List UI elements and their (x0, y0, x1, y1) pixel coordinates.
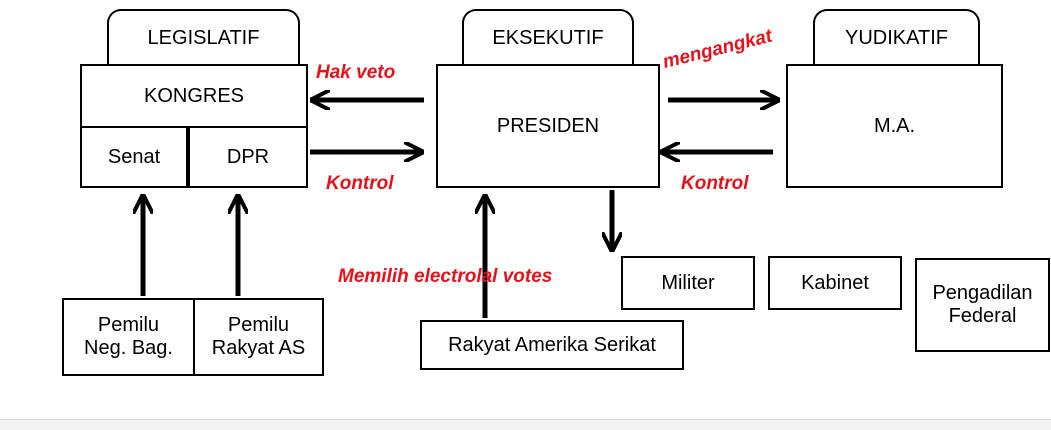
kontrol-right-label: Kontrol (681, 173, 749, 194)
kongres-box: KONGRES (80, 64, 308, 128)
hak-veto-label: Hak veto (316, 62, 396, 83)
militer-box: Militer (621, 256, 755, 310)
pemilu-rakyat-as-line2: Rakyat AS (211, 337, 306, 359)
militer-label: Militer (661, 271, 715, 294)
ma-label: M.A. (873, 114, 916, 137)
dpr-label: DPR (226, 145, 270, 168)
pemilu-neg-bag-line1: Pemilu (97, 314, 160, 336)
yudikatif-tab: YUDIKATIF (813, 9, 980, 66)
footer-divider (0, 419, 1051, 430)
pengadilan-federal-line1: Pengadilan (932, 282, 1033, 304)
pengadilan-federal-line2: Federal (948, 305, 1017, 327)
rakyat-amerika-serikat-box: Rakyat Amerika Serikat (420, 320, 684, 370)
ma-box: M.A. (786, 64, 1003, 188)
pemilu-rakyat-as-box: Pemilu Rakyat AS (193, 298, 324, 376)
kabinet-label: Kabinet (801, 271, 869, 294)
legislatif-tab-label: LEGISLATIF (147, 27, 260, 49)
legislatif-tab: LEGISLATIF (107, 9, 300, 66)
kabinet-box: Kabinet (768, 256, 902, 310)
presiden-label: PRESIDEN (496, 114, 600, 137)
pemilu-rakyat-as-line1: Pemilu (227, 314, 290, 336)
senat-box: Senat (80, 126, 188, 188)
eksekutif-tab: EKSEKUTIF (462, 9, 634, 66)
dpr-box: DPR (188, 126, 308, 188)
yudikatif-tab-label: YUDIKATIF (845, 27, 948, 49)
senat-label: Senat (107, 145, 161, 168)
presiden-box: PRESIDEN (436, 64, 660, 188)
rakyat-amerika-serikat-label: Rakyat Amerika Serikat (448, 333, 656, 356)
eksekutif-tab-label: EKSEKUTIF (492, 27, 604, 49)
memilih-electrolal-votes-label: Memilih electrolal votes (338, 266, 553, 287)
kongres-label: KONGRES (143, 84, 245, 107)
pemilu-neg-bag-line2: Neg. Bag. (84, 337, 173, 359)
kontrol-left-label: Kontrol (326, 173, 394, 194)
pengadilan-federal-box: Pengadilan Federal (915, 258, 1050, 352)
